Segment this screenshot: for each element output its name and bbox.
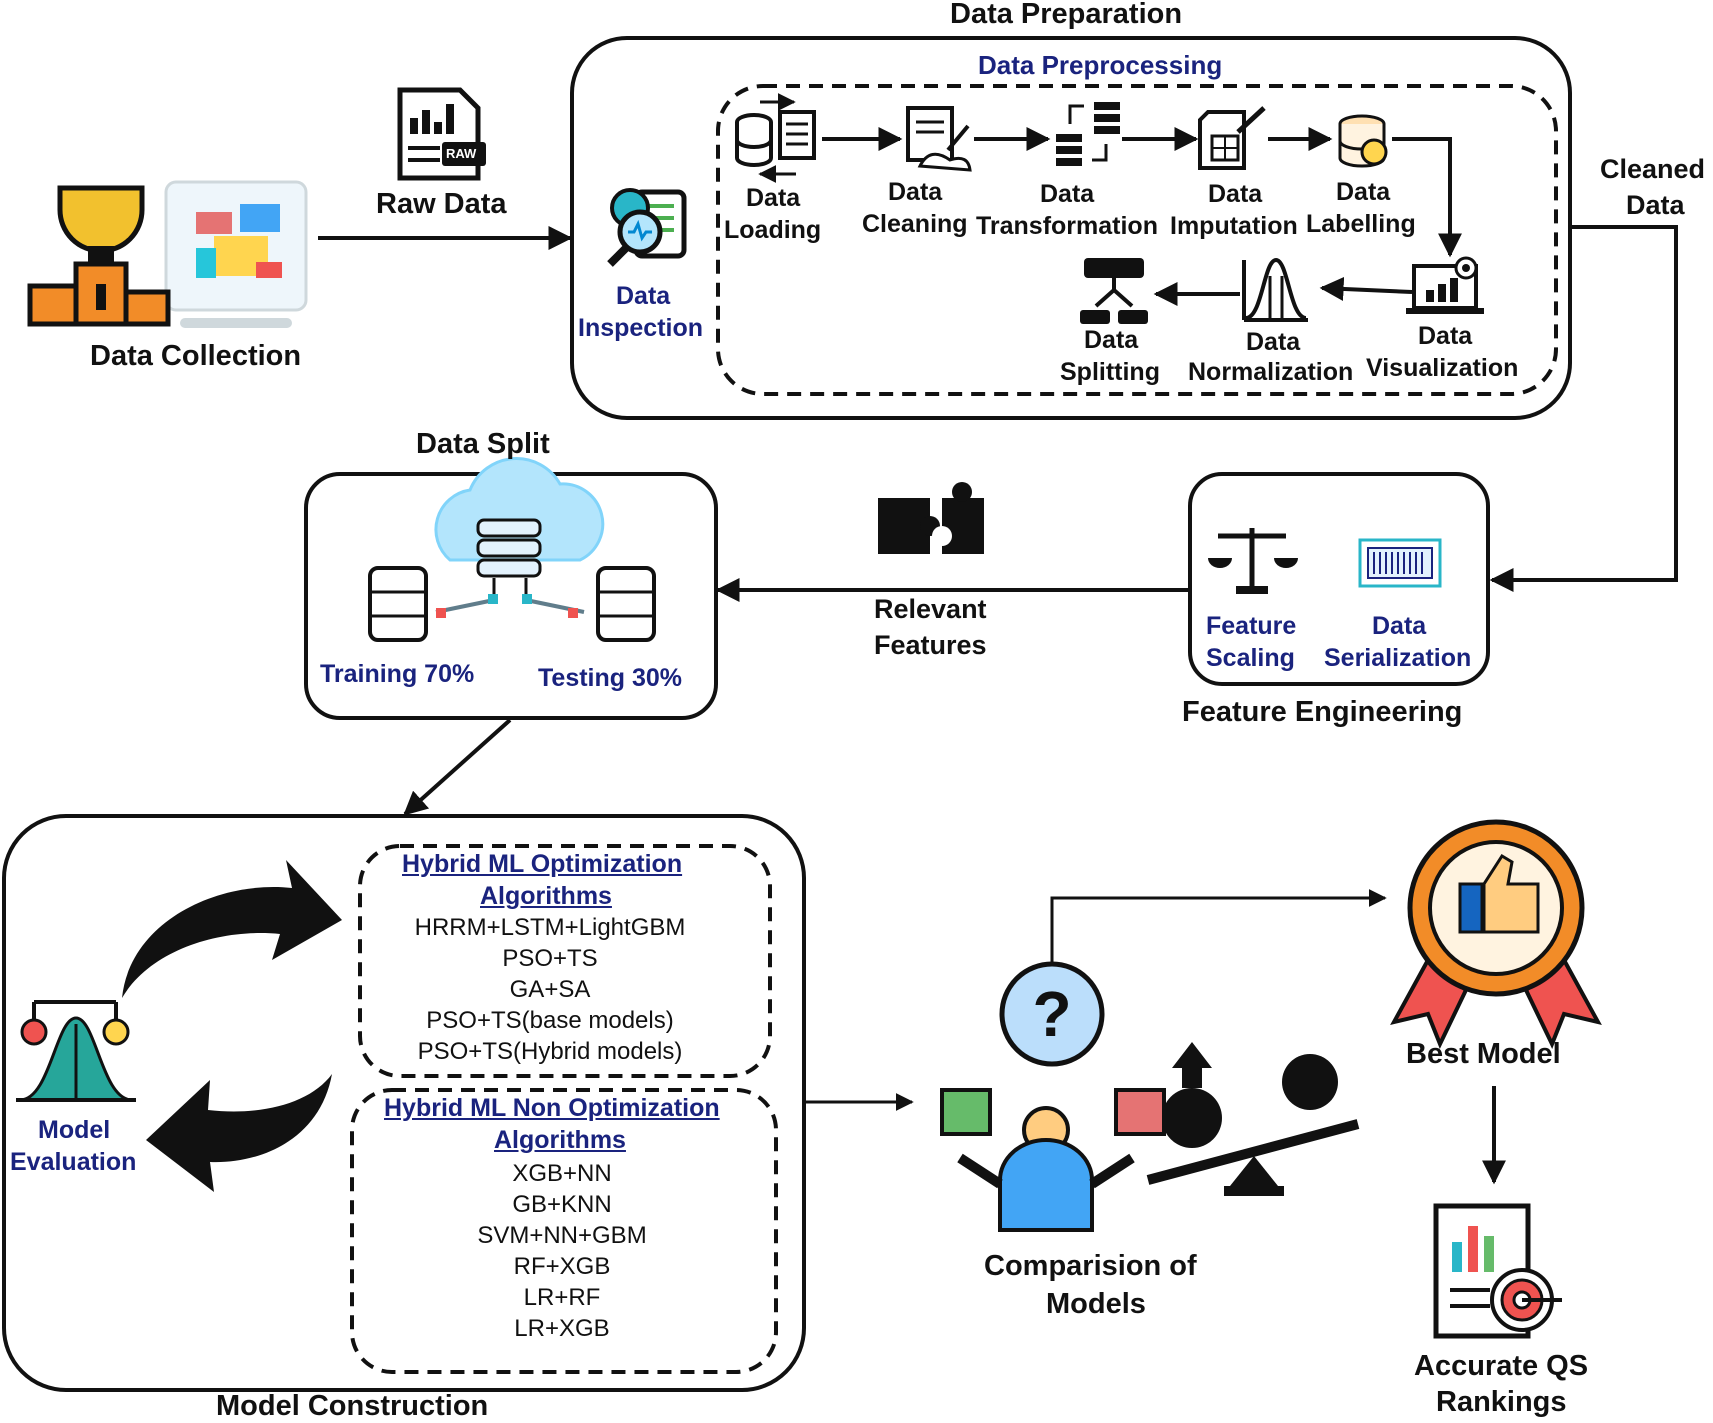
data-inspection-label-1: Data — [616, 282, 671, 310]
model-evaluation-label-2: Evaluation — [10, 1148, 137, 1176]
data-imputation-label-2: Imputation — [1170, 212, 1298, 240]
data-normalization-label-2: Normalization — [1188, 358, 1354, 386]
data-imputation-icon — [1198, 106, 1266, 170]
data-visualization-label-2: Visualization — [1366, 354, 1519, 382]
data-loading-label-1: Data — [746, 184, 801, 212]
cleaned-data-label-1: Cleaned — [1600, 154, 1706, 184]
optimization-heading-2: Algorithms — [480, 882, 612, 910]
list-item: GB+KNN — [512, 1191, 612, 1218]
data-loading-icon — [735, 93, 816, 183]
list-item: RF+XGB — [513, 1253, 611, 1280]
best-model-badge-icon — [1390, 819, 1602, 1049]
split-to-model-arrow — [403, 718, 512, 816]
list-item: XGB+NN — [512, 1160, 612, 1187]
comparison-to-best-connector — [1050, 889, 1387, 962]
data-loading-label-2: Loading — [724, 216, 822, 244]
data-visualization-icon — [1406, 256, 1484, 314]
feature-engineering-title: Feature Engineering — [1182, 696, 1463, 728]
data-splitting-icon — [1080, 258, 1148, 324]
feature-scaling-label-1: Feature — [1206, 612, 1297, 640]
data-imputation-label-1: Data — [1208, 180, 1263, 208]
data-transformation-icon — [1056, 102, 1120, 166]
data-cleaning-icon — [906, 106, 972, 172]
model-construction-title: Model Construction — [216, 1390, 489, 1422]
visualization-to-normalization-arrow — [1319, 276, 1413, 301]
data-normalization-label-1: Data — [1246, 328, 1301, 356]
non-optimization-algorithms-box — [350, 1088, 778, 1374]
comparison-label-2: Models — [1046, 1288, 1146, 1320]
model-evaluation-icon — [16, 1000, 136, 1102]
optimization-algorithm-list: HRRM+LSTM+LightGBM PSO+TS GA+SA PSO+TS(b… — [380, 912, 720, 1067]
data-visualization-label-1: Data — [1418, 322, 1473, 350]
data-inspection-label-2: Inspection — [578, 314, 704, 342]
feature-scaling-label-2: Scaling — [1206, 644, 1295, 672]
data-normalization-icon — [1242, 257, 1308, 322]
rankings-report-icon — [1433, 1203, 1562, 1339]
training-label: Training 70% — [320, 660, 475, 688]
puzzle-pieces-icon — [878, 482, 984, 554]
data-serialization-icon — [1358, 538, 1442, 588]
list-item: HRRM+LSTM+LightGBM — [414, 914, 686, 941]
data-serialization-label-1: Data — [1372, 612, 1427, 640]
non-optimization-algorithm-list: XGB+NN GB+KNN SVM+NN+GBM RF+XGB LR+RF LR… — [392, 1158, 732, 1344]
rankings-label-2: Rankings — [1436, 1386, 1567, 1418]
comparison-of-models-icon: ? — [940, 961, 1360, 1232]
list-item: PSO+TS — [502, 945, 598, 972]
non-optimization-heading-1: Hybrid ML Non Optimization — [384, 1094, 720, 1122]
data-labelling-label-2: Labelling — [1306, 210, 1416, 238]
raw-data-file-icon — [397, 87, 486, 181]
data-labelling-icon — [1338, 114, 1388, 168]
raw-file-tag: RAW — [446, 146, 477, 161]
data-preprocessing-box — [716, 84, 1558, 396]
svg-text:?: ? — [1032, 978, 1071, 1050]
list-item: LR+XGB — [514, 1315, 610, 1342]
data-splitting-label-1: Data — [1084, 326, 1139, 354]
rankings-label-1: Accurate QS — [1414, 1350, 1589, 1382]
optimization-heading-1: Hybrid ML Optimization — [402, 850, 683, 878]
data-collection-icon — [27, 180, 308, 328]
list-item: GA+SA — [509, 976, 591, 1003]
data-cleaning-label-1: Data — [888, 178, 943, 206]
data-transformation-label-1: Data — [1040, 180, 1095, 208]
best-model-label: Best Model — [1406, 1038, 1561, 1070]
non-optimization-heading-2: Algorithms — [494, 1126, 626, 1154]
list-item: LR+RF — [523, 1284, 601, 1311]
data-split-icon — [368, 457, 656, 642]
curved-arrow-right-icon — [122, 860, 342, 998]
relevant-features-label-1: Relevant — [874, 594, 987, 624]
data-cleaning-label-2: Cleaning — [862, 210, 968, 238]
labelling-to-visualization-arrow — [1392, 137, 1462, 258]
data-preparation-title: Data Preparation — [950, 0, 1183, 30]
data-collection-label: Data Collection — [90, 340, 302, 372]
data-splitting-label-2: Splitting — [1060, 358, 1160, 386]
comparison-label-1: Comparision of — [984, 1250, 1197, 1282]
raw-data-label: Raw Data — [376, 188, 507, 220]
data-serialization-label-2: Serialization — [1324, 644, 1472, 672]
data-transformation-label-2: Transformation — [976, 212, 1158, 240]
data-inspection-icon — [607, 188, 687, 267]
cleaned-data-connector — [1489, 225, 1678, 592]
relevant-features-label-2: Features — [874, 630, 987, 660]
testing-label: Testing 30% — [538, 664, 683, 692]
data-preprocessing-title: Data Preprocessing — [978, 50, 1223, 80]
list-item: SVM+NN+GBM — [477, 1222, 647, 1249]
data-labelling-label-1: Data — [1336, 178, 1391, 206]
list-item: PSO+TS(base models) — [426, 1007, 674, 1034]
data-split-title: Data Split — [416, 428, 550, 460]
curved-arrow-left-icon — [146, 1074, 332, 1192]
optimization-algorithms-box — [358, 844, 772, 1078]
feature-scaling-icon — [1208, 528, 1298, 594]
list-item: PSO+TS(Hybrid models) — [417, 1038, 683, 1065]
model-evaluation-label-1: Model — [38, 1116, 111, 1144]
feature-engineering-box — [1188, 472, 1490, 686]
cleaned-data-label-2: Data — [1626, 190, 1685, 220]
